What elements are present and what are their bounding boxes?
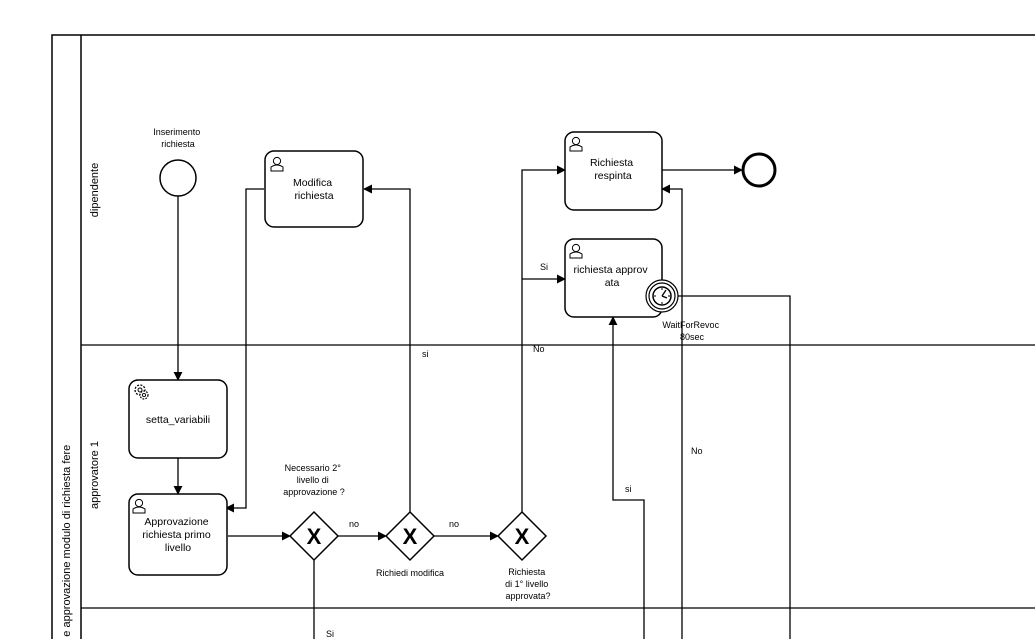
- task-richiesta-respinta[interactable]: Richiesta respinta: [564, 131, 663, 211]
- flow-label-timer-no: No: [691, 446, 703, 456]
- task-label-line: livello: [165, 542, 191, 554]
- user-icon: [132, 498, 146, 514]
- flow-g3-to-respinta: [521, 165, 566, 512]
- task-label-line: respinta: [594, 170, 632, 182]
- gateway-label-line: livello di: [297, 475, 329, 485]
- flow-g2-to-modifica: [363, 184, 411, 512]
- gear-icon: [134, 384, 149, 400]
- flow-timer-out: [678, 295, 791, 639]
- end-event-circle[interactable]: [741, 152, 777, 188]
- task-modifica-richiesta[interactable]: Modifica richiesta: [264, 150, 364, 228]
- task-label-line: Approvazione: [144, 516, 208, 528]
- gateway-label-line: approvazione ?: [283, 487, 345, 497]
- task-label: richiesta approv ata: [573, 264, 650, 289]
- flow-label-g2-no: no: [449, 519, 459, 529]
- exclusive-gateway-marker: X: [515, 524, 530, 549]
- task-box[interactable]: [264, 150, 364, 228]
- lane-label-approvatore-1: approvatore 1: [89, 441, 101, 509]
- task-box[interactable]: [128, 379, 228, 459]
- lane-approvatore-1: approvatore 1: [89, 441, 101, 509]
- flow-label-g2-si: si: [422, 349, 429, 359]
- lane-dipendente: dipendente: [89, 163, 101, 217]
- task-box[interactable]: [564, 238, 663, 318]
- pool-label: rio e approvazione modulo di richiesta f…: [61, 445, 73, 639]
- gateway-richiesta-approvata[interactable]: X Richiesta di 1° livello approvata?: [496, 510, 551, 601]
- pool-border: [51, 34, 1035, 639]
- user-icon: [569, 136, 583, 152]
- gateway-label: Richiesta di 1° livello approvata?: [505, 567, 551, 601]
- gateway-diamond[interactable]: [384, 510, 436, 562]
- gateway-diamond[interactable]: [496, 510, 548, 562]
- task-label: Richiesta respinta: [590, 157, 636, 182]
- start-event[interactable]: Inserimento richiesta: [153, 127, 203, 197]
- task-label-line: setta_variabili: [146, 414, 210, 426]
- clock-icon: [652, 286, 672, 306]
- gateway-label-line: approvata?: [505, 591, 550, 601]
- sequence-flows: [173, 165, 791, 639]
- task-box[interactable]: [128, 493, 228, 576]
- gateway-richiedi-modifica[interactable]: X Richiedi modifica: [376, 510, 444, 578]
- gateway-necessario-secondo-livello[interactable]: X Necessario 2° livello di approvazione …: [283, 463, 345, 562]
- task-box[interactable]: [564, 131, 663, 211]
- task-richiesta-approvata[interactable]: richiesta approv ata: [564, 238, 663, 318]
- flow-lower-to-respinta: [661, 184, 683, 639]
- task-label-line: richiesta approv: [573, 264, 648, 276]
- user-icon: [270, 156, 284, 172]
- flow-label-lower-si: si: [625, 484, 632, 494]
- task-approvazione-primo-livello[interactable]: Approvazione richiesta primo livello: [128, 493, 228, 576]
- start-event-label-line: richiesta: [161, 139, 195, 149]
- task-label-line: richiesta primo: [142, 529, 210, 541]
- flow-label-g3-no: No: [533, 344, 545, 354]
- flow-modifica-to-approvazione: [225, 188, 264, 513]
- user-icon: [569, 243, 583, 259]
- gateway-label-line: Richiedi modifica: [376, 568, 444, 578]
- timer-label: WaitForRevoc 80sec: [662, 320, 721, 342]
- flow-label-g1-no: no: [349, 519, 359, 529]
- flow-label-g3-si: Si: [540, 262, 548, 272]
- end-event[interactable]: [741, 152, 777, 188]
- timer-label-line: WaitForRevoc: [662, 320, 719, 330]
- flow-lower-to-approvata: [608, 316, 645, 639]
- start-event-label-line: Inserimento: [153, 127, 200, 137]
- gateway-label-line: di 1° livello: [505, 579, 548, 589]
- gateway-label-line: Necessario 2°: [285, 463, 342, 473]
- lane-label-dipendente: dipendente: [89, 163, 101, 217]
- flow-label-g1-si: Si: [326, 629, 334, 639]
- task-label-line: Modifica: [293, 177, 332, 189]
- task-label-line: richiesta: [294, 190, 333, 202]
- gateway-label: Necessario 2° livello di approvazione ?: [283, 463, 345, 497]
- start-event-label: Inserimento richiesta: [153, 127, 203, 149]
- exclusive-gateway-marker: X: [403, 524, 418, 549]
- task-label-line: ata: [605, 277, 620, 289]
- pool: rio e approvazione modulo di richiesta f…: [51, 34, 1035, 639]
- timer-boundary-event[interactable]: WaitForRevoc 80sec: [645, 279, 722, 342]
- task-label-line: Richiesta: [590, 157, 633, 169]
- start-event-circle[interactable]: [159, 159, 197, 197]
- gateway-label: Richiedi modifica: [376, 568, 444, 578]
- gateway-label-line: Richiesta: [508, 567, 545, 577]
- task-label: Modifica richiesta: [293, 177, 335, 202]
- gateway-diamond[interactable]: [288, 510, 340, 562]
- task-label: Approvazione richiesta primo livello: [142, 516, 213, 554]
- timer-label-line: 80sec: [680, 332, 705, 342]
- task-setta-variabili[interactable]: setta_variabili: [128, 379, 228, 459]
- task-label: setta_variabili: [146, 414, 210, 426]
- exclusive-gateway-marker: X: [307, 524, 322, 549]
